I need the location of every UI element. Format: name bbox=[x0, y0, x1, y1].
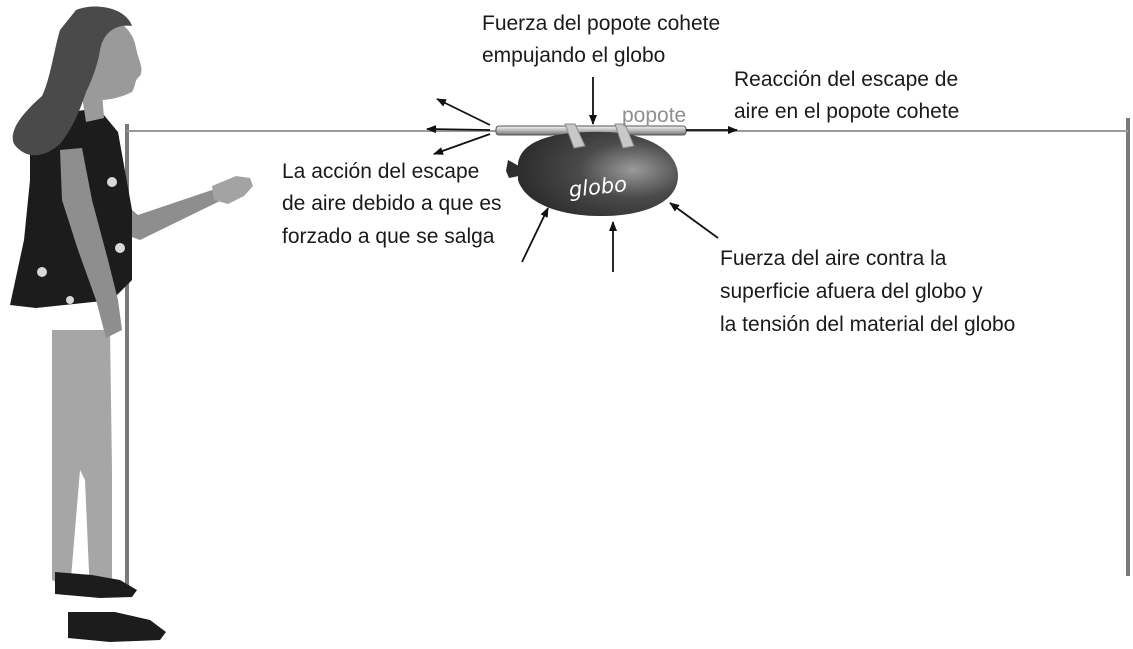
tape-strips bbox=[564, 123, 635, 149]
exhaust-arrow-upper bbox=[436, 98, 491, 126]
force-arrows bbox=[426, 77, 738, 272]
label-action: La acción del escape de aire debido a qu… bbox=[282, 160, 502, 248]
action-line-3: forzado a que se salga bbox=[282, 225, 495, 248]
balloon-push-arrow-right bbox=[669, 202, 719, 239]
reaction-line-1: Reacción del escape de bbox=[734, 68, 958, 91]
left-post bbox=[125, 124, 129, 594]
balloon-push-arrow-left bbox=[521, 207, 549, 263]
balloon: globo bbox=[506, 123, 678, 217]
air-force-line-1: Fuerza del aire contra la bbox=[720, 247, 947, 270]
exhaust-arrow-middle bbox=[426, 125, 491, 134]
label-straw-push: Fuerza del popote cohete empujando el gl… bbox=[482, 12, 720, 67]
label-air-force: Fuerza del aire contra la superficie afu… bbox=[720, 247, 1015, 336]
straw-push-line-2: empujando el globo bbox=[482, 44, 665, 67]
balloon-nozzle bbox=[506, 160, 519, 178]
girl-figure bbox=[10, 6, 253, 642]
right-post bbox=[1126, 118, 1130, 576]
exhaust-arrow-lower bbox=[433, 133, 491, 155]
air-force-line-3: la tensión del material del globo bbox=[720, 313, 1015, 336]
action-line-1: La acción del escape bbox=[282, 160, 479, 183]
air-force-line-2: superficie afuera del globo y bbox=[720, 280, 983, 303]
straw-push-line-1: Fuerza del popote cohete bbox=[482, 12, 720, 35]
reaction-line-2: aire en el popote cohete bbox=[734, 100, 959, 123]
straw-label: popote bbox=[622, 104, 686, 127]
label-reaction: Reacción del escape de aire en el popote… bbox=[734, 68, 959, 123]
action-line-2: de aire debido a que es bbox=[282, 192, 502, 215]
